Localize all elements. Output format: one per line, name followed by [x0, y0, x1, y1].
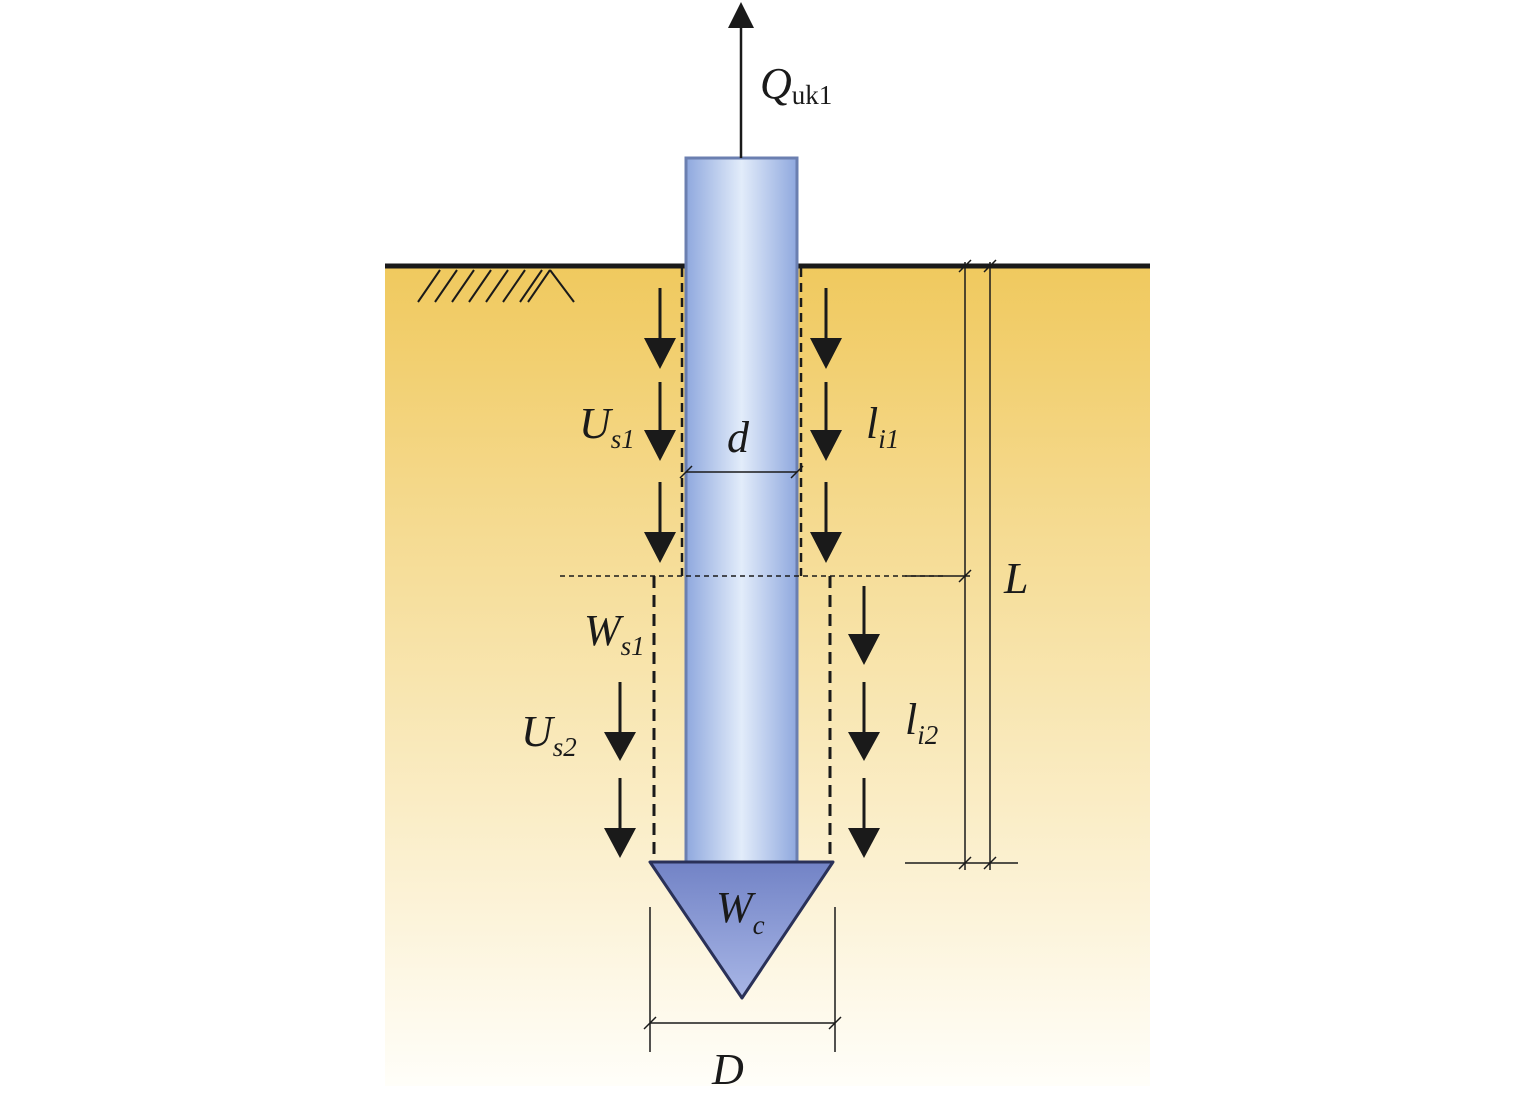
- pile-shaft: [684, 156, 799, 864]
- pile-diameter-dimension: [679, 465, 804, 479]
- cone-weight-label: Wc: [716, 883, 765, 940]
- friction-arrows-upper-right: [810, 288, 842, 563]
- layer1-length-label: li1: [866, 399, 899, 454]
- friction-arrows-upper-left: [644, 288, 676, 563]
- ground-hatch-icon: [417, 269, 575, 303]
- cone-diameter-label: D: [711, 1045, 744, 1093]
- layer2-length-label: li2: [905, 695, 938, 750]
- uplift-upper-label: Us1: [579, 399, 635, 454]
- pile-diameter-label: d: [727, 413, 750, 462]
- pile-cone-tip: [648, 860, 835, 1000]
- uplift-load-arrow: [728, 2, 754, 158]
- friction-arrows-lower-right: [848, 586, 880, 858]
- uplift-lower-label: Us2: [521, 707, 577, 762]
- friction-arrows-lower-left: [604, 682, 636, 858]
- length-dimensions: [905, 259, 1018, 870]
- cone-diameter-dimension: [643, 907, 842, 1052]
- load-label: Quk1: [760, 59, 832, 110]
- pile-length-label: L: [1003, 554, 1028, 603]
- soil-weight-label: Ws1: [584, 606, 645, 661]
